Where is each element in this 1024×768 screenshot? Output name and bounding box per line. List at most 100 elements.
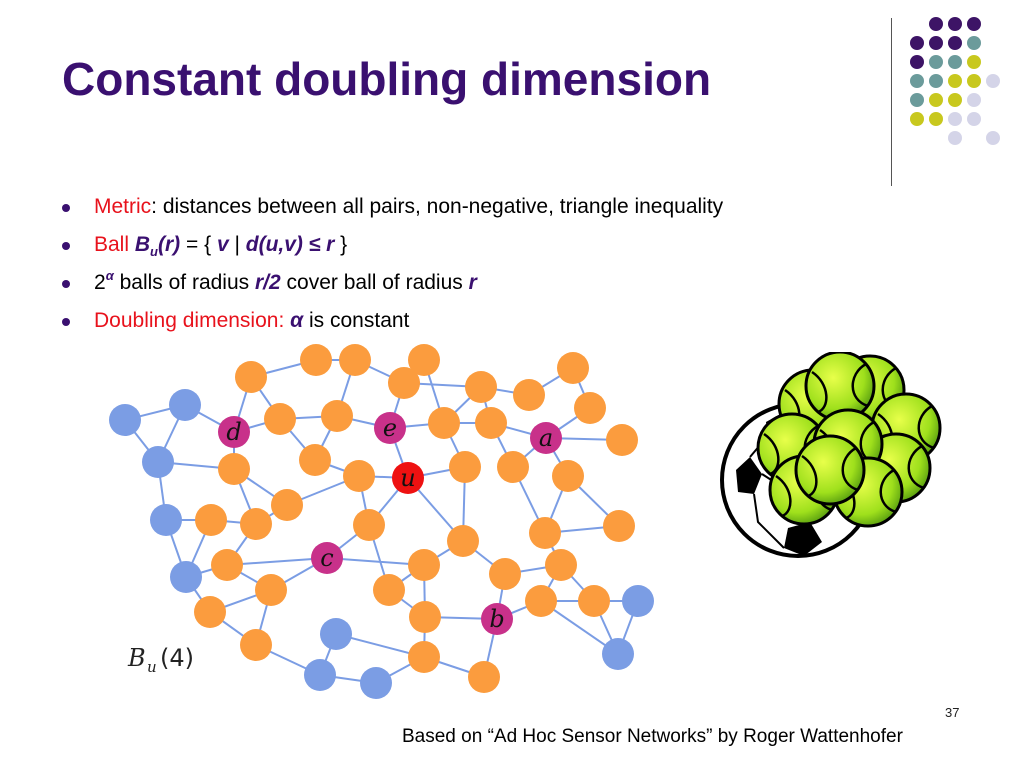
node-inner (373, 574, 405, 606)
decor-dot (986, 131, 1000, 145)
ball-label-arg: (4) (160, 644, 194, 672)
ball-subscript: u (150, 244, 158, 259)
decor-dot (929, 17, 943, 31)
page-number: 37 (945, 705, 960, 720)
decor-dot (910, 36, 924, 50)
decor-dot (948, 74, 962, 88)
node-inner (557, 352, 589, 384)
cover-tail: cover ball of radius (280, 271, 469, 294)
cover-mid: balls of radius (113, 271, 255, 294)
node-inner (343, 460, 375, 492)
node-inner (475, 407, 507, 439)
node-inner (409, 601, 441, 633)
bullet-cover: 2α balls of radius r/2 cover ball of rad… (62, 266, 942, 304)
node-label-e: e (383, 414, 397, 442)
tennis-balls (756, 352, 942, 528)
graph-edge (326, 557, 425, 566)
ball-equals: = { (180, 233, 217, 256)
decor-dot (929, 36, 943, 50)
ball-label: B u (4) (127, 644, 194, 676)
decor-dot (910, 74, 924, 88)
node-inner (235, 361, 267, 393)
ball-label-sub: u (147, 658, 157, 676)
node-outer (170, 561, 202, 593)
tennis-ball-icon (794, 434, 866, 506)
node-inner (255, 574, 287, 606)
decor-dot (910, 55, 924, 69)
node-label-c: c (320, 544, 333, 572)
ball-label-B: B (127, 644, 146, 672)
node-u (392, 462, 424, 494)
decor-dot (910, 93, 924, 107)
bullet-list: Metric: distances between all pairs, non… (62, 190, 942, 342)
node-outer (602, 638, 634, 670)
node-label-d: d (226, 418, 241, 446)
cover-exponent: α (105, 268, 114, 283)
ball-term: Ball (94, 233, 130, 256)
decor-dot (929, 55, 943, 69)
ball-condition: d(u,v) ≤ r (245, 233, 335, 256)
node-inner (321, 400, 353, 432)
node-outer (622, 585, 654, 617)
balls-illustration (720, 352, 942, 558)
node-outer (360, 667, 392, 699)
node-outer (150, 504, 182, 536)
bullet-dot (62, 280, 70, 288)
node-inner (513, 379, 545, 411)
node-inner (408, 344, 440, 376)
decor-dot-grid (910, 17, 1000, 145)
node-inner (529, 517, 561, 549)
decor-dot (967, 93, 981, 107)
decor-dot (948, 17, 962, 31)
metric-definition: : distances between all pairs, non-negat… (151, 195, 724, 218)
node-inner (606, 424, 638, 456)
node-inner (388, 367, 420, 399)
decor-dot (967, 36, 981, 50)
decor-dot (948, 55, 962, 69)
node-inner (353, 509, 385, 541)
decor-dot (929, 74, 943, 88)
decor-dot (967, 17, 981, 31)
node-label-b: b (489, 605, 504, 633)
doubling-alpha: α (290, 309, 304, 332)
node-inner (240, 629, 272, 661)
bullet-dot (62, 242, 70, 250)
decor-dot (948, 36, 962, 50)
decor-dot (948, 93, 962, 107)
graph-edge (226, 557, 328, 566)
bullet-metric: Metric: distances between all pairs, non… (62, 190, 942, 228)
node-inner (408, 549, 440, 581)
node-a (530, 422, 562, 454)
decor-dot (929, 93, 943, 107)
ball-symbol: B (134, 233, 151, 256)
ball-close: } (334, 233, 348, 256)
node-c (311, 542, 343, 574)
decor-dot (967, 112, 981, 126)
node-inner (468, 661, 500, 693)
node-inner (545, 549, 577, 581)
decor-dot (967, 74, 981, 88)
node-inner (603, 510, 635, 542)
node-inner (218, 453, 250, 485)
node-b (481, 603, 513, 635)
node-inner (299, 444, 331, 476)
slide-title: Constant doubling dimension (62, 53, 712, 105)
node-inner (428, 407, 460, 439)
bullet-dot (62, 318, 70, 326)
node-inner (194, 596, 226, 628)
node-inner (497, 451, 529, 483)
node-label-u: u (400, 464, 415, 492)
node-inner (300, 344, 332, 376)
decor-dot (948, 131, 962, 145)
node-inner (489, 558, 521, 590)
ball-bar: | (228, 233, 246, 256)
node-inner (271, 489, 303, 521)
decor-dot (967, 55, 981, 69)
node-inner (447, 525, 479, 557)
node-inner (578, 585, 610, 617)
cover-radius: r (468, 271, 477, 294)
node-inner (449, 451, 481, 483)
node-inner (211, 549, 243, 581)
node-outer (304, 659, 336, 691)
